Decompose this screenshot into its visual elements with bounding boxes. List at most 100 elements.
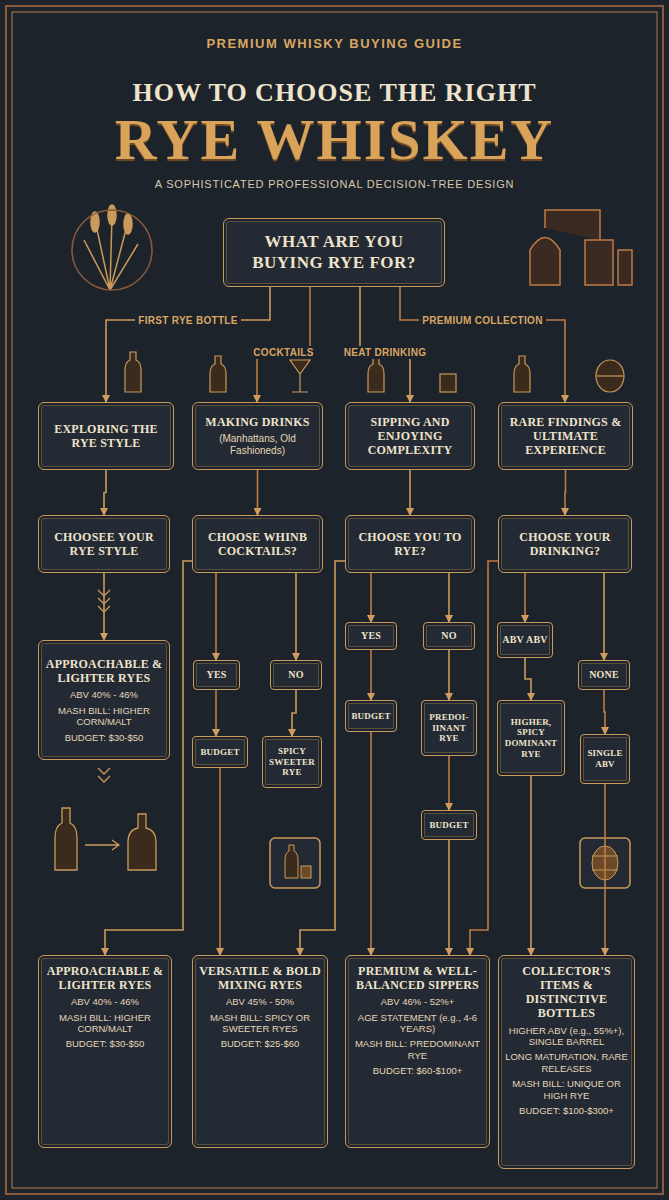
box-heading: CHOOSE YOU TO RYE? — [351, 530, 469, 558]
box-detail: LONG MATURATION, RARE RELEASES — [505, 1051, 628, 1074]
connector — [215, 690, 217, 736]
box-detail: ABV 46% - 52%+ — [381, 996, 455, 1007]
still-icon — [530, 210, 632, 285]
box-heading: YES — [206, 669, 226, 681]
decision-box: NONE — [578, 660, 630, 690]
box-heading: NO — [288, 669, 303, 681]
decision-box: BUDGET — [421, 810, 477, 840]
choice-box: RARE FINDINGS & ULTIMATE EXPERIENCE — [498, 402, 633, 470]
box-detail: MASH BILL: PREDOMINANT RYE — [352, 1038, 483, 1061]
box-heading: NONE — [589, 669, 619, 681]
connector — [370, 650, 372, 700]
connector — [257, 470, 259, 515]
connector — [106, 287, 270, 402]
decision-box: NO — [423, 622, 475, 650]
box-heading: RARE FINDINGS & ULTIMATE EXPERIENCE — [504, 415, 627, 457]
connector — [524, 573, 526, 622]
box-detail: ABV 40% - 46% — [70, 689, 138, 700]
box-heading: CHOOSE WHINB COCKTAILS? — [198, 530, 317, 558]
box-detail: AGE STATEMENT (e.g., 4-6 YEARS) — [352, 1012, 483, 1035]
connector — [215, 573, 217, 660]
connector — [604, 690, 605, 734]
heading-label: PREMIUM WHISKY BUYING GUIDE — [60, 36, 609, 51]
box-heading: BUDGET — [200, 747, 239, 758]
connector — [604, 784, 606, 955]
choice-box: CHOOSEE YOUR RYE STYLE — [38, 515, 170, 573]
box-heading: SIPPING AND ENJOYING COMPLEXITY — [351, 415, 469, 457]
question-box: WHAT ARE YOU BUYING RYE FOR? — [223, 218, 445, 287]
connector — [219, 768, 221, 955]
connector — [370, 732, 372, 955]
connector — [603, 573, 605, 660]
connector — [564, 470, 566, 515]
box-heading: PREDOI- IINANT RYE — [425, 712, 473, 744]
box-detail: HIGHER ABV (e.g., 55%+), SINGLE BARREL — [505, 1025, 628, 1048]
box-heading: YES — [361, 630, 381, 642]
connector — [448, 650, 450, 700]
box-detail: MASH BILL: UNIQUE OR HIGH RYE — [505, 1078, 628, 1101]
box-heading: APPROACHABLE & LIGHTER RYES — [45, 964, 165, 992]
connector — [470, 561, 498, 955]
result-box: APPROACHABLE & LIGHTER RYES ABV 40% - 46%… — [38, 955, 172, 1148]
box-detail: BUDGET: $30-$50 — [65, 732, 144, 743]
box-heading: NO — [441, 630, 456, 642]
subtitle: A SOPHISTICATED PROFESSIONAL DECISION-TR… — [20, 178, 649, 190]
box-heading: PREMIUM & WELL-BALANCED SIPPERS — [352, 964, 483, 992]
connector — [530, 776, 532, 955]
decision-box: BUDGET — [192, 736, 248, 768]
outer-frame — [6, 6, 663, 1194]
edge-label: COCKTAILS — [250, 346, 316, 359]
choice-box: CHOOSE YOUR DRINKING? — [498, 515, 632, 573]
box-heading: SINGLE ABV — [584, 748, 626, 769]
box-detail: BUDGET: $25-$60 — [221, 1038, 300, 1049]
choice-box: SIPPING AND ENJOYING COMPLEXITY — [345, 402, 475, 470]
connector — [400, 287, 565, 402]
box-detail: BUDGET: $30-$50 — [66, 1038, 145, 1049]
box-heading: EXPLORING THE RYE STYLE — [44, 422, 168, 450]
decision-box: BUDGET — [345, 700, 397, 732]
result-box: PREMIUM & WELL-BALANCED SIPPERS ABV 46% -… — [345, 955, 490, 1148]
decision-box: SPICY SWEETER RYE — [262, 736, 322, 788]
edge-label: FIRST RYE BOTTLE — [135, 314, 240, 327]
box-detail: ABV 45% - 50% — [226, 996, 294, 1007]
result-box: COLLECTOR'S ITEMS & DISTINCTIVE BOTTLES H… — [498, 955, 635, 1169]
box-heading: HIGHER, SPICY DOMINANT RYE — [501, 717, 561, 759]
box-heading: CHOOSEE YOUR RYE STYLE — [44, 530, 164, 558]
result-box: VERSATILE & BOLD MIXING RYES ABV 45% - 50… — [192, 955, 328, 1148]
choice-box: EXPLORING THE RYE STYLE — [38, 402, 174, 470]
choice-box: CHOOSE WHINB COCKTAILS? — [192, 515, 323, 573]
box-detail: MASH BILL: SPICY OR SWEETER RYES — [199, 1012, 321, 1035]
edge-label: PREMIUM COLLECTION — [419, 314, 545, 327]
choice-box: MAKING DRINKS(Manhattans, Old Fashioneds… — [192, 402, 323, 470]
box-detail: ABV 40% - 46% — [71, 996, 139, 1007]
connector — [448, 840, 450, 955]
decision-box: PREDOI- IINANT RYE — [421, 700, 477, 756]
box-heading: COLLECTOR'S ITEMS & DISTINCTIVE BOTTLES — [505, 964, 628, 1021]
decision-box: SINGLE ABV — [580, 734, 630, 784]
connector — [409, 470, 411, 515]
box-heading: MAKING DRINKS — [205, 415, 309, 429]
choice-box: CHOOSE YOU TO RYE? — [345, 515, 475, 573]
decision-box: YES — [193, 660, 240, 690]
decision-box: YES — [345, 622, 397, 650]
edge-label: NEAT DRINKING — [341, 346, 430, 359]
connector — [448, 573, 450, 622]
box-detail: BUDGET: $100-$300+ — [519, 1105, 614, 1116]
heading-label: HOW TO CHOOSE THE RIGHT — [40, 78, 629, 108]
box-detail: MASH BILL: HIGHER CORN/MALT — [44, 705, 164, 728]
inner-frame — [12, 12, 657, 1188]
box-heading: APPROACHABLE & LIGHTER RYES — [44, 657, 164, 685]
connector — [103, 573, 105, 640]
bottle-pair — [55, 808, 156, 870]
connector — [370, 573, 372, 622]
decision-box: HIGHER, SPICY DOMINANT RYE — [497, 700, 565, 776]
decision-box: ABV ABV — [497, 622, 553, 658]
box-heading: BUDGET — [429, 820, 468, 831]
box-heading: SPICY SWEETER RYE — [266, 746, 318, 778]
box-heading: BUDGET — [351, 711, 390, 722]
box-heading: VERSATILE & BOLD MIXING RYES — [199, 964, 321, 992]
connector — [448, 756, 450, 810]
box-heading: CHOOSE YOUR DRINKING? — [504, 530, 626, 558]
title: RYE WHISKEY — [20, 108, 649, 172]
